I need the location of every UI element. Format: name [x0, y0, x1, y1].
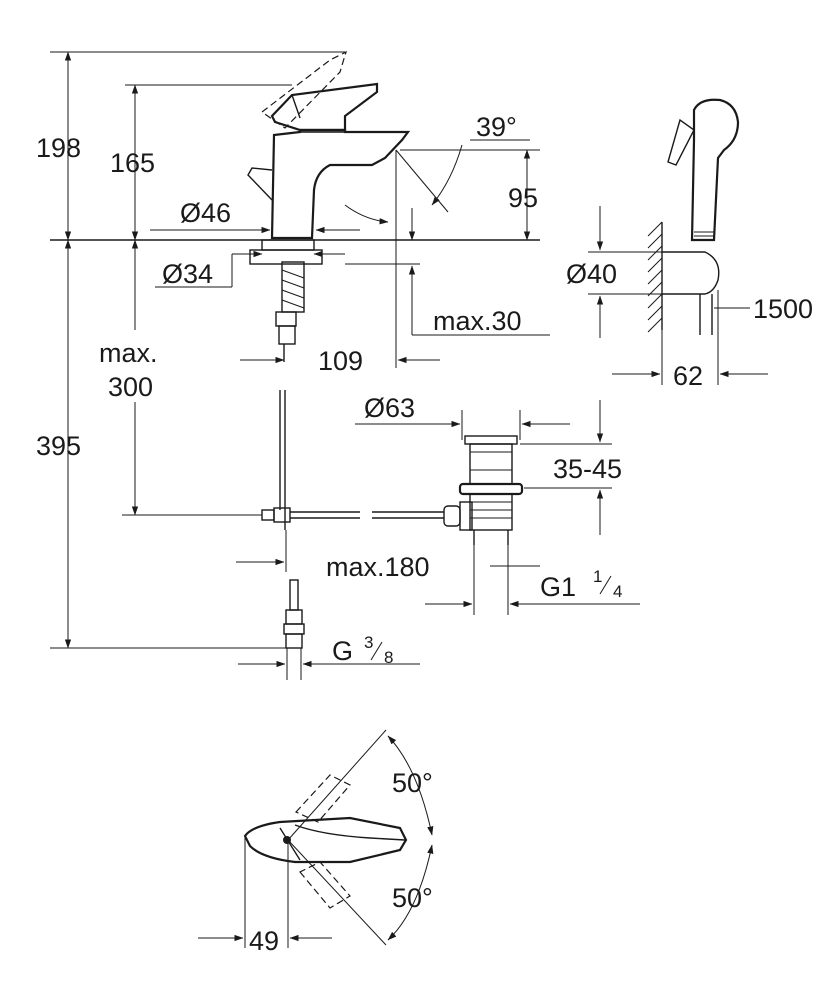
- dim-max-180: [236, 530, 287, 572]
- label-95: 95: [508, 183, 538, 213]
- label-g1-frac-num: 1: [593, 567, 602, 586]
- label-165: 165: [110, 148, 155, 178]
- dim-49: [198, 836, 332, 948]
- label-g1: G1: [540, 572, 576, 602]
- label-dia-40: Ø40: [566, 259, 617, 289]
- label-395: 395: [36, 431, 81, 461]
- label-g-frac-num: 3: [364, 633, 373, 652]
- dim-max-30: [345, 208, 550, 336]
- faucet-side-view: [50, 50, 540, 362]
- dim-g1-1-4: [425, 545, 640, 615]
- connection-hose-end: [238, 579, 420, 680]
- hand-shower-holder: [647, 98, 740, 335]
- dim-109: [240, 150, 440, 368]
- dim-39-deg: [344, 139, 530, 225]
- pull-rod-assembly: [261, 390, 444, 530]
- label-g-frac-den: 8: [384, 648, 393, 667]
- dim-95: [400, 149, 540, 241]
- label-max: max.: [99, 338, 158, 368]
- label-109: 109: [318, 346, 363, 376]
- dim-395: [50, 239, 290, 649]
- label-62: 62: [673, 361, 703, 391]
- label-300: 300: [108, 372, 153, 402]
- dim-dia-34: [155, 250, 345, 288]
- label-max-30: max.30: [433, 306, 522, 336]
- label-dia-46: Ø46: [180, 198, 231, 228]
- label-50-deg-top: 50°: [392, 768, 433, 798]
- faucet-top-view: [243, 729, 434, 946]
- dim-max-300: [122, 239, 262, 516]
- label-39-deg: 39°: [476, 112, 517, 142]
- dim-165: [125, 84, 292, 241]
- dim-62: [612, 290, 768, 385]
- label-dia-34: Ø34: [162, 259, 213, 289]
- label-50-deg-bottom: 50°: [392, 883, 433, 913]
- label-g1-frac-den: 4: [613, 582, 622, 601]
- dim-35-45: [520, 400, 612, 535]
- dim-dia-40: [588, 206, 662, 338]
- label-dia-63: Ø63: [364, 393, 415, 423]
- label-1500: 1500: [753, 294, 813, 324]
- dim-198: [50, 51, 345, 241]
- label-198: 198: [36, 133, 81, 163]
- dim-dia-63: [355, 410, 570, 440]
- label-max-180: max.180: [326, 552, 430, 582]
- label-35-45: 35-45: [553, 454, 622, 484]
- label-g-3-8: G: [332, 636, 353, 666]
- waste-fitting: [443, 435, 524, 545]
- label-49: 49: [249, 926, 279, 956]
